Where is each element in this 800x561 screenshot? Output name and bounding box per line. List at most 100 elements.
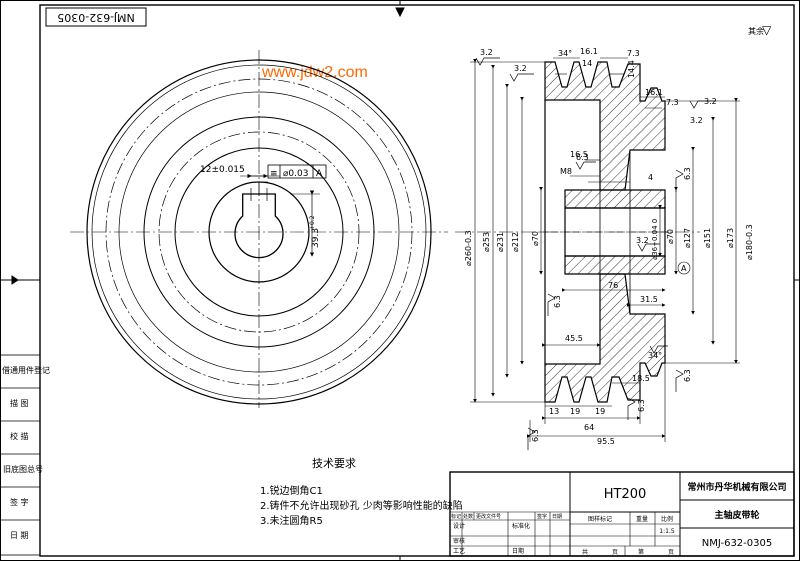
revision-header: 标记 bbox=[451, 513, 461, 520]
drawing-number-box-rotated: NMJ-632-0305 bbox=[45, 7, 147, 27]
section-view-groove-labels: 34° 16.1 7.3 14 14.4 16.1 7.3 34° bbox=[558, 47, 679, 360]
section-upper-hub bbox=[564, 189, 666, 209]
side-stamp-label: 描 图 bbox=[10, 398, 29, 408]
diameter-173: ⌀173 bbox=[726, 228, 735, 248]
groove-offset-top: 14.4 bbox=[627, 60, 636, 78]
roughness-rest-symbol-icon: ▽ bbox=[762, 23, 772, 37]
diameter-36: ⌀36+0.04 0 bbox=[651, 219, 659, 260]
axial-19-b: 19 bbox=[595, 407, 605, 416]
stage-header: 图样标记 bbox=[588, 515, 612, 523]
diameter-212: ⌀212 bbox=[511, 232, 520, 252]
roughness-label: 6.3 bbox=[683, 369, 692, 382]
diameter-70-right: ⌀70 bbox=[666, 229, 675, 244]
roughness-label: 3.2 bbox=[636, 236, 649, 245]
groove-width-side: 16.1 bbox=[645, 88, 663, 97]
sheets-current-label: 第 bbox=[638, 548, 644, 556]
roughness-label: 3.2 bbox=[480, 48, 493, 57]
tech-req-title: 技术要求 bbox=[312, 457, 356, 470]
technical-requirements: 技术要求 1.锐边倒角C1 2.铸件不允许出现砂孔 少肉等影响性能的缺陷 3.未… bbox=[260, 457, 463, 527]
revision-header: 签字 bbox=[537, 513, 547, 520]
groove-depth-side: 7.3 bbox=[666, 98, 679, 107]
side-stamp-label: 校 描 bbox=[10, 431, 29, 441]
weight-header: 重量 bbox=[636, 515, 648, 523]
check-label: 审核 bbox=[453, 537, 465, 545]
axial-45-5: 45.5 bbox=[565, 334, 583, 343]
side-stamp-label: 签 字 bbox=[10, 497, 29, 507]
groove-angle-top: 34° bbox=[558, 49, 572, 58]
design-label: 设计 bbox=[453, 522, 465, 530]
company-name: 常州市丹华机械有限公司 bbox=[687, 481, 786, 493]
roughness-label: 6.3 bbox=[637, 399, 646, 412]
diameter-180: ⌀180-0.3 bbox=[745, 224, 754, 260]
side-stamp-column bbox=[0, 354, 41, 556]
page-unit-label: 页 bbox=[668, 549, 674, 556]
tolerance-datum: A bbox=[316, 169, 323, 179]
title-block bbox=[449, 471, 795, 557]
diameter-260: ⌀260-0.3 bbox=[464, 230, 473, 266]
roughness-rest-label: 其余 bbox=[748, 26, 764, 36]
roughness-label: 3.2 bbox=[690, 116, 703, 125]
groove-pitch-top: 14 bbox=[582, 59, 592, 68]
section-upper-rim bbox=[544, 61, 666, 191]
groove-depth-top: 7.3 bbox=[627, 49, 640, 58]
sheets-total-label: 共 bbox=[582, 548, 588, 556]
standardize-label: 标准化 bbox=[512, 522, 530, 530]
front-view bbox=[70, 50, 448, 408]
drawing-number-rotated: NMJ-632-0305 bbox=[57, 11, 135, 24]
section-view bbox=[455, 57, 740, 450]
diameter-231: ⌀231 bbox=[496, 232, 505, 252]
thread-size: M8 bbox=[560, 167, 572, 176]
page-unit-label: 页 bbox=[612, 549, 618, 556]
side-stamp-label: 日 期 bbox=[10, 531, 29, 540]
section-view-hole-labels: 16.5 M8 4 bbox=[560, 150, 653, 182]
revision-header: 处数 bbox=[463, 513, 473, 520]
axial-64: 64 bbox=[584, 423, 594, 432]
roughness-label: 6.3 bbox=[553, 295, 562, 308]
date-label: 日期 bbox=[512, 547, 524, 555]
roughness-label: 6.3 bbox=[576, 153, 589, 162]
diameter-253: ⌀253 bbox=[482, 232, 491, 252]
axial-31-5: 31.5 bbox=[640, 295, 658, 304]
section-view-axial-labels: 76 31.5 45.5 18.5 13 19 19 64 95.5 bbox=[549, 281, 658, 446]
section-view-diameter-labels: ⌀260-0.3 ⌀253 ⌀231 ⌀212 ⌀70 ⌀36+0.04 0 ⌀… bbox=[464, 219, 754, 266]
scale-header: 比例 bbox=[661, 515, 673, 523]
svg-text:+0.2: +0.2 bbox=[309, 215, 316, 230]
side-stamp-label: 旧底图总号 bbox=[3, 464, 43, 474]
hole-depth: 4 bbox=[648, 173, 653, 182]
tech-req-item: 1.锐边倒角C1 bbox=[260, 484, 323, 497]
hole-offset: 16.5 bbox=[570, 150, 588, 159]
groove-width-top: 16.1 bbox=[580, 47, 598, 56]
axial-76: 76 bbox=[608, 281, 618, 290]
section-datum-label: A bbox=[681, 264, 687, 273]
section-view-roughness-labels: 3.2 3.2 3.2 3.2 6.3 3.2 6.3 6.3 6.3 6.3 … bbox=[480, 48, 717, 442]
roughness-label: 3.2 bbox=[704, 97, 717, 106]
scale-value: 1:1.5 bbox=[659, 528, 675, 535]
watermark: www.jdw2.com bbox=[261, 64, 368, 81]
tolerance-symbol-icon: ≡ bbox=[270, 169, 278, 179]
drawing-number: NMJ-632-0305 bbox=[702, 538, 772, 549]
tech-req-item: 3.未注圆角R5 bbox=[260, 514, 323, 527]
roughness-rest-note: 其余 ▽ bbox=[748, 23, 772, 37]
process-label: 工艺 bbox=[453, 547, 465, 555]
diameter-70-left: ⌀70 bbox=[531, 231, 540, 246]
section-lower-hub bbox=[564, 255, 666, 275]
side-stamp-label: 借通用件登记 bbox=[2, 365, 50, 375]
roughness-label: 6.3 bbox=[683, 167, 692, 180]
axial-18-5: 18.5 bbox=[632, 374, 650, 383]
revision-header: 日期 bbox=[552, 514, 562, 520]
keyway-width-dimension: 12±0.015 bbox=[200, 165, 245, 175]
tolerance-value: ⌀0.03 bbox=[283, 169, 308, 179]
tech-req-item: 2.铸件不允许出现砂孔 少肉等影响性能的缺陷 bbox=[260, 499, 463, 512]
axial-13: 13 bbox=[549, 407, 559, 416]
keyway-depth-dimension: 39.3 +0.2 bbox=[309, 215, 321, 248]
axial-19-a: 19 bbox=[570, 407, 580, 416]
diameter-151: ⌀151 bbox=[703, 228, 712, 248]
svg-text:39.3: 39.3 bbox=[311, 228, 321, 248]
roughness-label: 3.2 bbox=[514, 64, 527, 73]
diameter-127: ⌀127 bbox=[683, 228, 692, 248]
axial-95-5: 95.5 bbox=[597, 437, 615, 446]
groove-angle-bottom: 34° bbox=[648, 351, 662, 360]
material-label: HT200 bbox=[604, 487, 647, 502]
part-name: 主轴皮带轮 bbox=[714, 509, 759, 521]
